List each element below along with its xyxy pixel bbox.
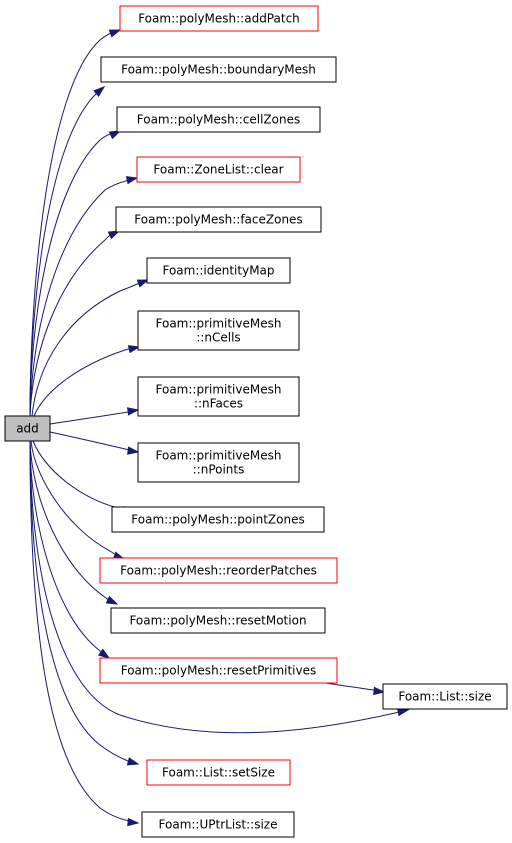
edge-add-to-boundaryMesh [29, 89, 102, 417]
arrowhead-add-to-nFaces [127, 407, 140, 416]
arrowhead-add-to-resetPrimitives [97, 648, 111, 659]
node-label-reorderPatches: Foam::polyMesh::reorderPatches [120, 564, 317, 578]
node-setSize[interactable]: Foam::List::setSize [146, 759, 291, 786]
arrowhead-resetPrimitives-to-listSize [373, 686, 386, 696]
node-listSize[interactable]: Foam::List::size [382, 683, 508, 710]
node-box-setSize[interactable] [146, 759, 291, 786]
node-box-identityMap[interactable] [146, 257, 291, 284]
node-box-add[interactable] [4, 415, 51, 442]
edge-add-to-pointZones [32, 440, 131, 512]
node-box-pointZones[interactable] [111, 506, 325, 533]
node-boundaryMesh[interactable]: Foam::polyMesh::boundaryMesh [100, 56, 337, 83]
arrowhead-add-to-nPoints [127, 446, 140, 455]
node-faceZones[interactable]: Foam::polyMesh::faceZones [115, 206, 322, 233]
edge-add-to-uptrSize [29, 440, 135, 823]
node-label-uptrSize: Foam::UPtrList::size [159, 818, 278, 832]
node-box-listSize[interactable] [382, 683, 508, 710]
node-box-resetMotion[interactable] [110, 607, 326, 634]
edge-add-to-reorderPatches [30, 440, 121, 558]
arrowhead-add-to-cellZones [108, 130, 122, 140]
edge-add-to-listSize [29, 440, 405, 734]
node-addPatch[interactable]: Foam::polyMesh::addPatch [119, 5, 319, 32]
arrowhead-add-to-faceZones [107, 230, 121, 240]
edge-add-to-identityMap [31, 280, 146, 417]
node-label-pointZones: Foam::polyMesh::pointZones [131, 513, 304, 527]
node-label-faceZones: Foam::polyMesh::faceZones [134, 213, 302, 227]
node-label-nCells-line2: ::nCells [196, 331, 240, 345]
node-label-nCells-line1: Foam::primitiveMesh [156, 317, 282, 331]
node-box-addPatch[interactable] [119, 5, 319, 32]
arrowhead-add-to-addPatch [108, 29, 122, 38]
node-box-cellZones[interactable] [116, 106, 321, 133]
node-label-listSize: Foam::List::size [398, 690, 491, 704]
node-box-reorderPatches[interactable] [99, 557, 338, 584]
node-add[interactable]: add [4, 415, 51, 442]
node-clear[interactable]: Foam::ZoneList::clear [136, 156, 301, 183]
node-label-clear: Foam::ZoneList::clear [153, 163, 283, 177]
node-box-clear[interactable] [136, 156, 301, 183]
edge-add-to-clear [29, 178, 135, 417]
node-label-nPoints-line2: ::nPoints [193, 463, 245, 477]
graph-nodes: add Foam::polyMesh::addPatchFoam::polyMes… [4, 5, 508, 838]
edge-add-to-nFaces [49, 410, 135, 425]
graph-edges [29, 29, 410, 827]
node-label-resetMotion: Foam::polyMesh::resetMotion [129, 614, 306, 628]
node-box-uptrSize[interactable] [141, 811, 295, 838]
node-uptrSize[interactable]: Foam::UPtrList::size [141, 811, 295, 838]
node-box-boundaryMesh[interactable] [100, 56, 337, 83]
edge-add-to-nPoints [49, 431, 135, 452]
node-label-resetPrimitives: Foam::polyMesh::resetPrimitives [121, 664, 317, 678]
node-label-nFaces-line1: Foam::primitiveMesh [156, 383, 282, 397]
node-reorderPatches[interactable]: Foam::polyMesh::reorderPatches [99, 557, 338, 584]
node-label-nFaces-line2: ::nFaces [194, 397, 243, 411]
node-box-nFaces[interactable] [137, 376, 300, 417]
node-box-faceZones[interactable] [115, 206, 322, 233]
edge-add-to-addPatch [29, 29, 120, 417]
node-nCells[interactable]: Foam::primitiveMesh::nCells [137, 310, 300, 351]
node-label-setSize: Foam::List::setSize [162, 766, 275, 780]
node-label-addPatch: Foam::polyMesh::addPatch [138, 12, 300, 26]
edge-add-to-cellZones [29, 131, 118, 417]
arrowhead-add-to-nCells [127, 345, 141, 354]
node-nFaces[interactable]: Foam::primitiveMesh::nFaces [137, 376, 300, 417]
node-label-nPoints-line1: Foam::primitiveMesh [156, 449, 282, 463]
node-cellZones[interactable]: Foam::polyMesh::cellZones [116, 106, 321, 133]
arrowhead-add-to-uptrSize [127, 817, 140, 827]
node-label-identityMap: Foam::identityMap [162, 264, 274, 278]
node-box-nCells[interactable] [137, 310, 300, 351]
arrowhead-add-to-identityMap [136, 279, 150, 288]
node-box-resetPrimitives[interactable] [99, 657, 338, 684]
node-resetPrimitives[interactable]: Foam::polyMesh::resetPrimitives [99, 657, 338, 684]
edge-resetPrimitives-to-listSize [325, 682, 381, 692]
arrowhead-add-to-boundaryMesh [93, 86, 106, 97]
edge-add-to-setSize [29, 440, 135, 764]
arrowhead-add-to-resetMotion [105, 595, 119, 605]
node-label-boundaryMesh: Foam::polyMesh::boundaryMesh [121, 63, 316, 77]
node-label-add: add [16, 422, 39, 436]
edge-add-to-resetPrimitives [29, 440, 107, 657]
node-pointZones[interactable]: Foam::polyMesh::pointZones [111, 506, 325, 533]
node-resetMotion[interactable]: Foam::polyMesh::resetMotion [110, 607, 326, 634]
arrowhead-add-to-clear [125, 176, 139, 185]
edge-add-to-faceZones [29, 231, 117, 417]
node-identityMap[interactable]: Foam::identityMap [146, 257, 291, 284]
arrowhead-add-to-setSize [126, 757, 140, 766]
node-box-nPoints[interactable] [137, 442, 300, 483]
node-label-cellZones: Foam::polyMesh::cellZones [137, 113, 300, 127]
node-nPoints[interactable]: Foam::primitiveMesh::nPoints [137, 442, 300, 483]
